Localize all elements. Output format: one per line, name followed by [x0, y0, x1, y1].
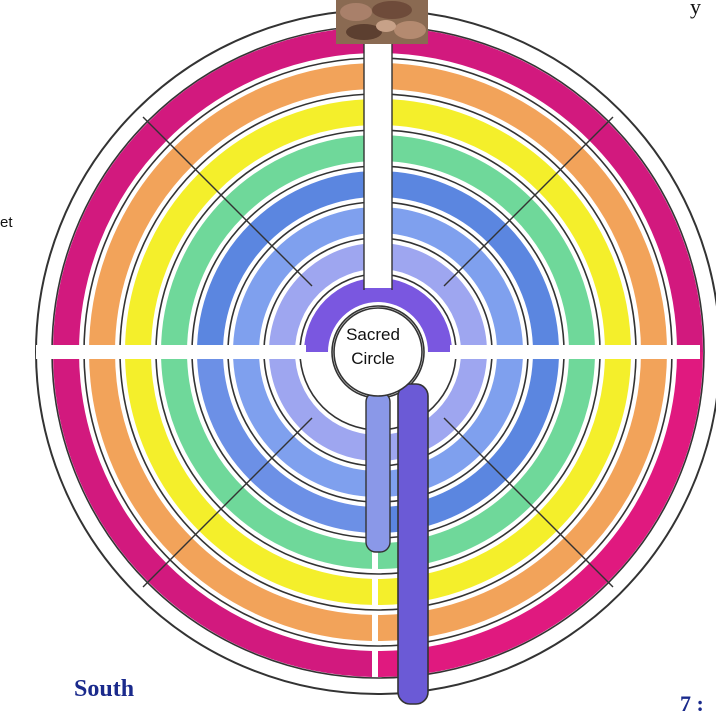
stone-entrance-icon [336, 0, 428, 44]
left-turn-gap [36, 345, 306, 359]
edge-text-top-right: y [690, 0, 701, 20]
center-label-line2: Circle [323, 347, 423, 371]
edge-text-left: et [0, 214, 13, 231]
right-turn-gap [450, 345, 700, 359]
sacred-circle-label: Sacred Circle [323, 323, 423, 371]
center-label-line1: Sacred [323, 323, 423, 347]
top-axis-gap [364, 8, 392, 288]
entry-path [398, 384, 428, 704]
south-direction-label: South [74, 676, 134, 703]
edge-text-bottom-right: 7 : [680, 691, 704, 717]
